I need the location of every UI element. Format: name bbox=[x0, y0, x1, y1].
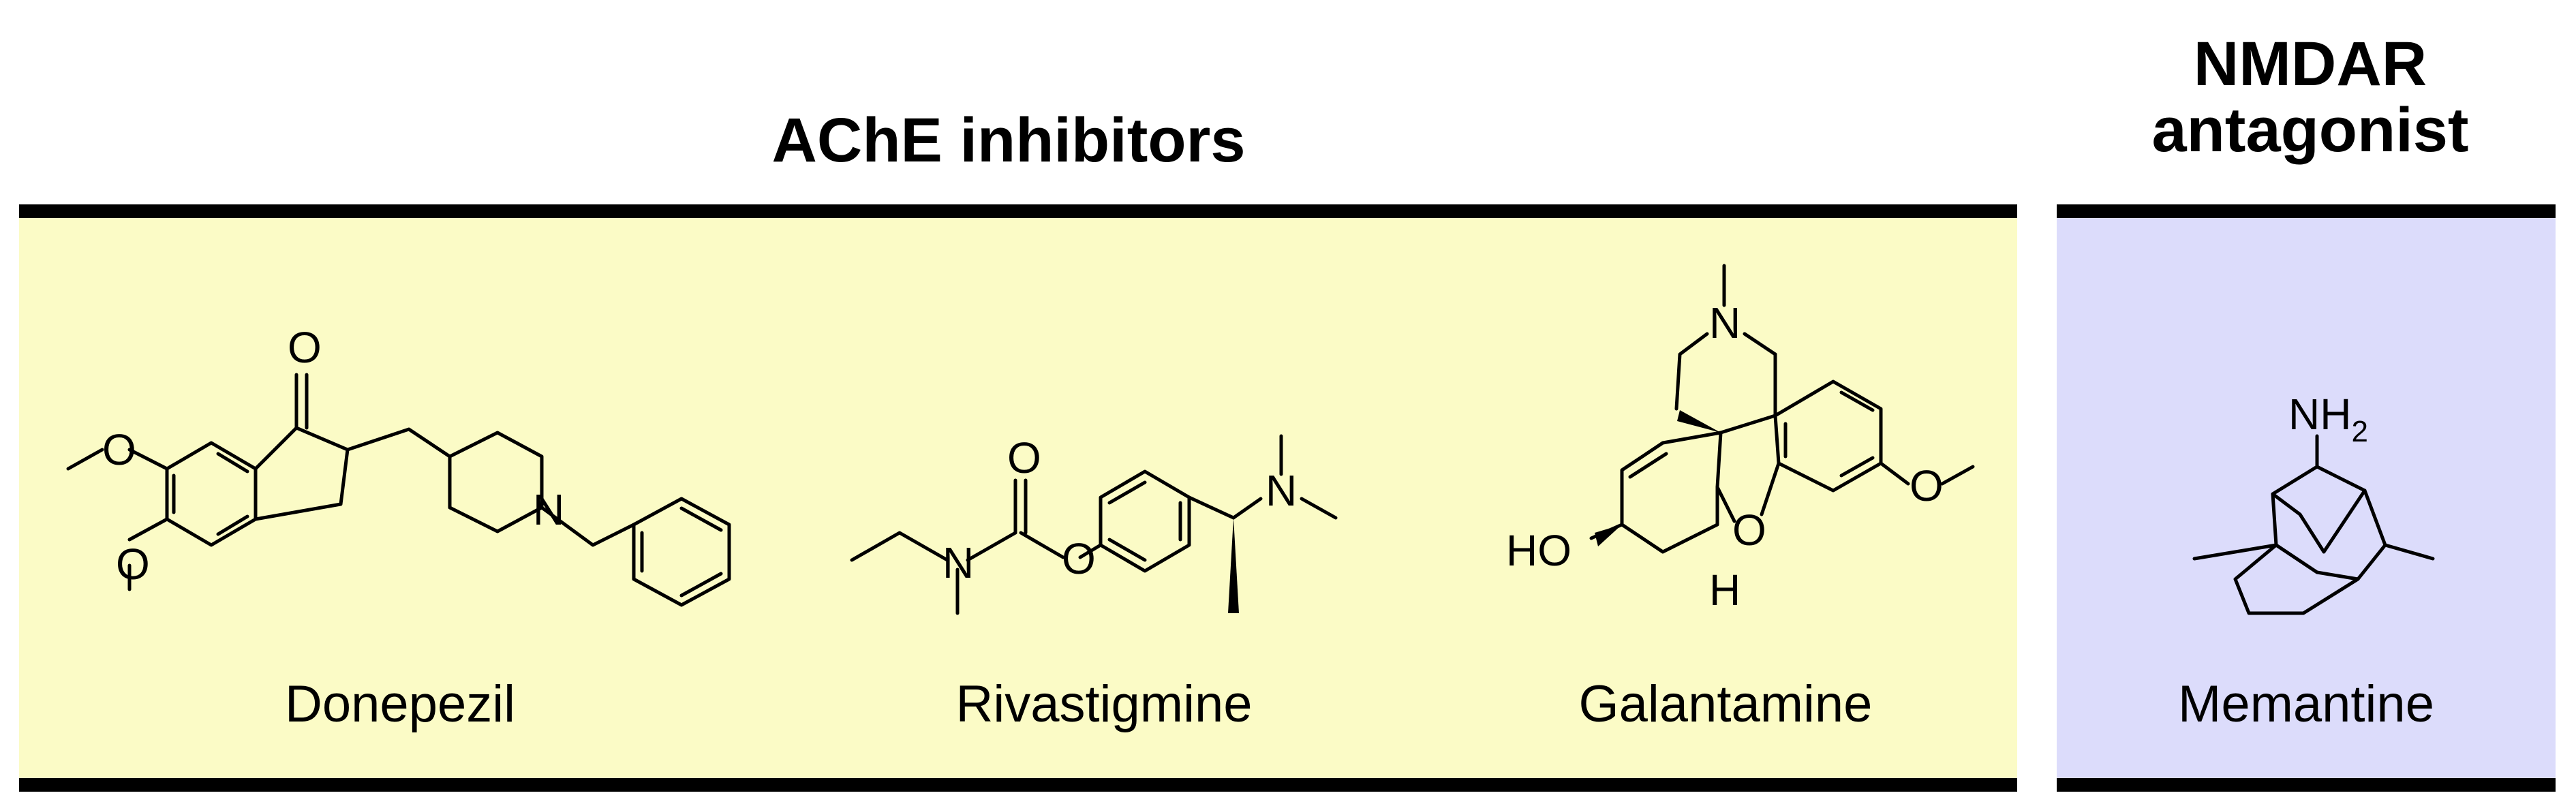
ache-top-rule bbox=[19, 204, 2017, 218]
donepezil-carbonyl-o: O bbox=[288, 323, 322, 372]
memantine-structure: NH2 bbox=[2192, 390, 2435, 615]
nmdar-panel bbox=[2057, 217, 2556, 782]
ache-section-title: AChE inhibitors bbox=[771, 106, 1246, 175]
galantamine-n: N bbox=[1709, 298, 1741, 347]
rivastigmine-n-2: N bbox=[1266, 466, 1297, 515]
donepezil-label: Donepezil bbox=[285, 675, 515, 733]
rivastigmine-o-carbonyl: O bbox=[1007, 433, 1041, 482]
galantamine-h: H bbox=[1709, 565, 1741, 615]
ache-bottom-rule bbox=[19, 778, 2017, 792]
ache-panel bbox=[19, 217, 2017, 782]
donepezil-o-2: O bbox=[116, 540, 150, 589]
svg-text:NH2: NH2 bbox=[2288, 390, 2368, 448]
rivastigmine-structure: N O O N bbox=[850, 433, 1338, 615]
rivastigmine-n-1: N bbox=[942, 538, 974, 587]
galantamine-o-furan: O bbox=[1732, 506, 1766, 555]
nmdar-top-rule bbox=[2057, 204, 2556, 218]
rivastigmine-o-ester: O bbox=[1062, 534, 1096, 583]
nmdar-bottom-rule bbox=[2057, 778, 2556, 792]
nmdar-section-title: NMDAR antagonist bbox=[2051, 31, 2569, 163]
nmdar-title-line-2: antagonist bbox=[2151, 95, 2469, 165]
memantine-nh: NH bbox=[2288, 390, 2351, 439]
memantine-nh-subscript: 2 bbox=[2351, 415, 2367, 448]
galantamine-label: Galantamine bbox=[1578, 675, 1873, 733]
galantamine-structure: N O O HO H bbox=[1506, 264, 1975, 615]
rivastigmine-label: Rivastigmine bbox=[955, 675, 1253, 733]
memantine-label: Memantine bbox=[2178, 675, 2434, 733]
donepezil-o-1: O bbox=[102, 425, 136, 474]
nmdar-title-line-1: NMDAR bbox=[2193, 29, 2427, 99]
donepezil-structure: O N O O bbox=[66, 323, 731, 607]
donepezil-n: N bbox=[533, 485, 564, 534]
galantamine-oh: HO bbox=[1506, 526, 1571, 575]
galantamine-o-methoxy: O bbox=[1910, 461, 1944, 510]
